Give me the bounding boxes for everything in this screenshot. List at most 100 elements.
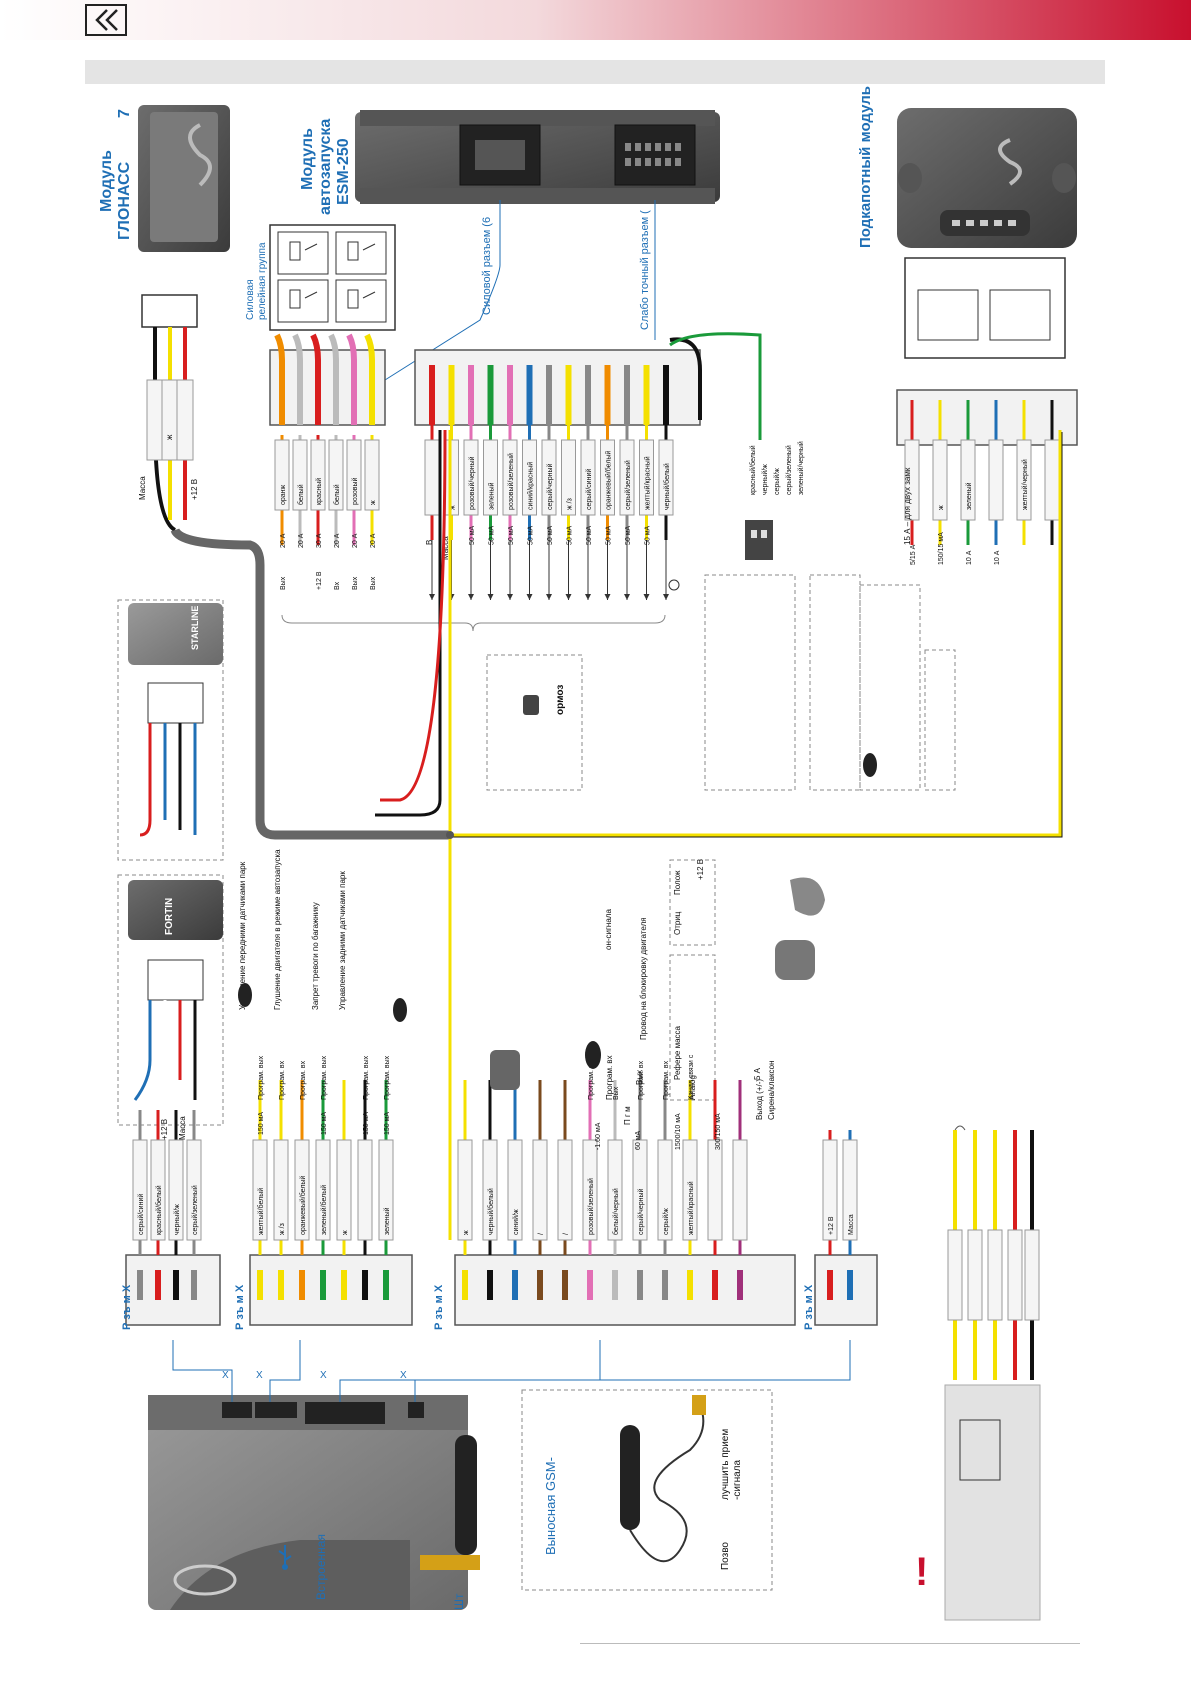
gsm-remote-label: Выносная GSM- [543,1457,558,1555]
glonass-wire-label-1: ж [165,434,174,440]
power-connector [269,349,386,426]
wire-sleeve [378,1139,394,1241]
weak-wire-ma: 50 мА [547,525,554,545]
glonass-title-line2: ГЛОНАСС [116,161,133,240]
fortin-brand: FORTIN [164,898,175,935]
wire-sleeve [658,439,674,516]
wire-sleeve [315,1139,331,1241]
wire-sleeve [424,439,440,516]
underhood-title: Подкапотный модуль [857,86,874,248]
relay-wire-label: ж [370,500,377,505]
wire-sleeve [328,439,344,511]
weak-wire-ma: 50 мА [508,525,515,545]
builtin-label: Встроенная [314,1534,328,1600]
wire-sleeve [252,1139,268,1241]
wire-sleeve [364,439,380,511]
underhood-wire-amp: 10 А [994,550,1001,565]
relay-wire-label: белый [297,484,305,505]
underhood-wire-amp: 10 А [966,550,973,565]
relay-wire-amp: 20 А [352,533,359,548]
small-box-wires [133,723,197,1101]
bottom-wire-note: Програм. вх [300,1060,307,1100]
wire-sleeve [600,439,615,516]
bottom-wire-label: серый/синий [137,1194,145,1235]
relay-wire-amp: 20 А [334,533,341,548]
x-marker: Х [256,1370,263,1381]
bottom-wire-note: Програм. вх [638,1060,645,1100]
wire-sleeve [822,1139,838,1241]
wire-sleeve [639,439,654,516]
wire-sleeve [507,1139,523,1241]
underhood-wire-amp: 5/15 А [910,544,917,565]
wire-sleeve [532,1139,548,1241]
brake-label-group: ормоз [555,685,566,715]
x-marker: Х [400,1370,407,1381]
glonass-wire-label-2: +12 В [190,479,199,500]
weak-wire-label: оранжевый/белый [605,451,613,510]
wire-sleeve [346,439,362,511]
wire-sleeve [463,439,479,516]
car-icons [238,753,877,1069]
side-harness [669,332,773,560]
relay-wire-out: Вых [352,576,359,590]
weak-wire-ma: 50 мА [528,525,535,545]
bottom-wire-note: Програм. вых [363,1055,370,1100]
bottom-wire-label: черный/ж [173,1204,181,1235]
wire-sleeve [607,1139,623,1241]
misc-note: П г м [623,1106,632,1125]
dashed-boxes [117,574,956,1591]
underhood-wire-label: зеленый [965,482,973,510]
relay-group-box [269,224,396,331]
weak-connector-label: Слабо точный разъем ( [639,210,651,330]
relay-wire-label: белый [333,484,341,505]
gsm-text-1: лучшить прием [720,1429,731,1500]
bottom-wire-label: серый/зеленый [191,1185,199,1235]
relay-wire-amp: 20 А [370,533,377,548]
wire-sleeve [707,1139,723,1241]
wire-sleeve [541,439,557,516]
bottom-wire-ma: 150 мА [321,1112,328,1135]
underhood-wire-label: ж [938,505,945,510]
underhood-note: 15 А – для двух замк [903,467,912,545]
main-bundle [375,429,1063,1240]
starline-brand: STARLINE [190,606,200,650]
bottom-wire-label: Масса [848,1214,855,1235]
bottom-wire-label: / [538,1233,545,1235]
wire-sleeve [632,1139,648,1241]
weak-wire-ma: 50 мА [567,525,574,545]
lock-icon [523,695,539,715]
gsm-text-2: -сигнала [732,1460,743,1500]
conn2-function-label: Запрет тревоги по багажнику [311,902,320,1010]
misc-note: Програм. вх [605,1055,614,1100]
relay-wire-amp: 30 А [316,533,323,548]
misc-note: Полож [673,870,682,895]
weak-wire-label: ж [450,505,457,510]
wire-sleeve [502,439,518,516]
double-chevron-left-icon[interactable] [85,4,127,36]
conn-label-4: Р зъ м Х [803,1284,815,1330]
wire-sleeve [960,439,976,521]
glonass-wires: Масса ж +12 В [138,327,199,532]
wire-sleeve [842,1139,858,1241]
glonass-title-line1: Модуль [98,150,115,212]
wire-sleeve [294,1139,310,1241]
relay-group-label-1: Силовая [245,280,256,321]
fortin-box: FORTIN [128,880,223,1001]
weak-wire-label: серый/черный [546,463,554,510]
sensor-icon [490,1050,520,1090]
weak-wire-label: ж /з [567,498,574,510]
glonass-connector [141,294,198,328]
footer-line [580,1643,1080,1644]
weak-wire-label: желтый/красный [644,456,652,510]
wire-sleeve [483,439,498,516]
bottom-wire-note: Програм. вых [258,1055,265,1100]
bottom-wire-note: Канал связи с [688,1054,695,1100]
bottom-wire-label: розовый/зеленый [587,1178,595,1235]
wire-sleeve [682,1139,698,1241]
bottom-right-relay [944,1125,1041,1621]
grey-cable [170,527,450,840]
side-wire-label: серый/ж [773,468,781,495]
weak-wire-ma: 50 мА [489,525,496,545]
